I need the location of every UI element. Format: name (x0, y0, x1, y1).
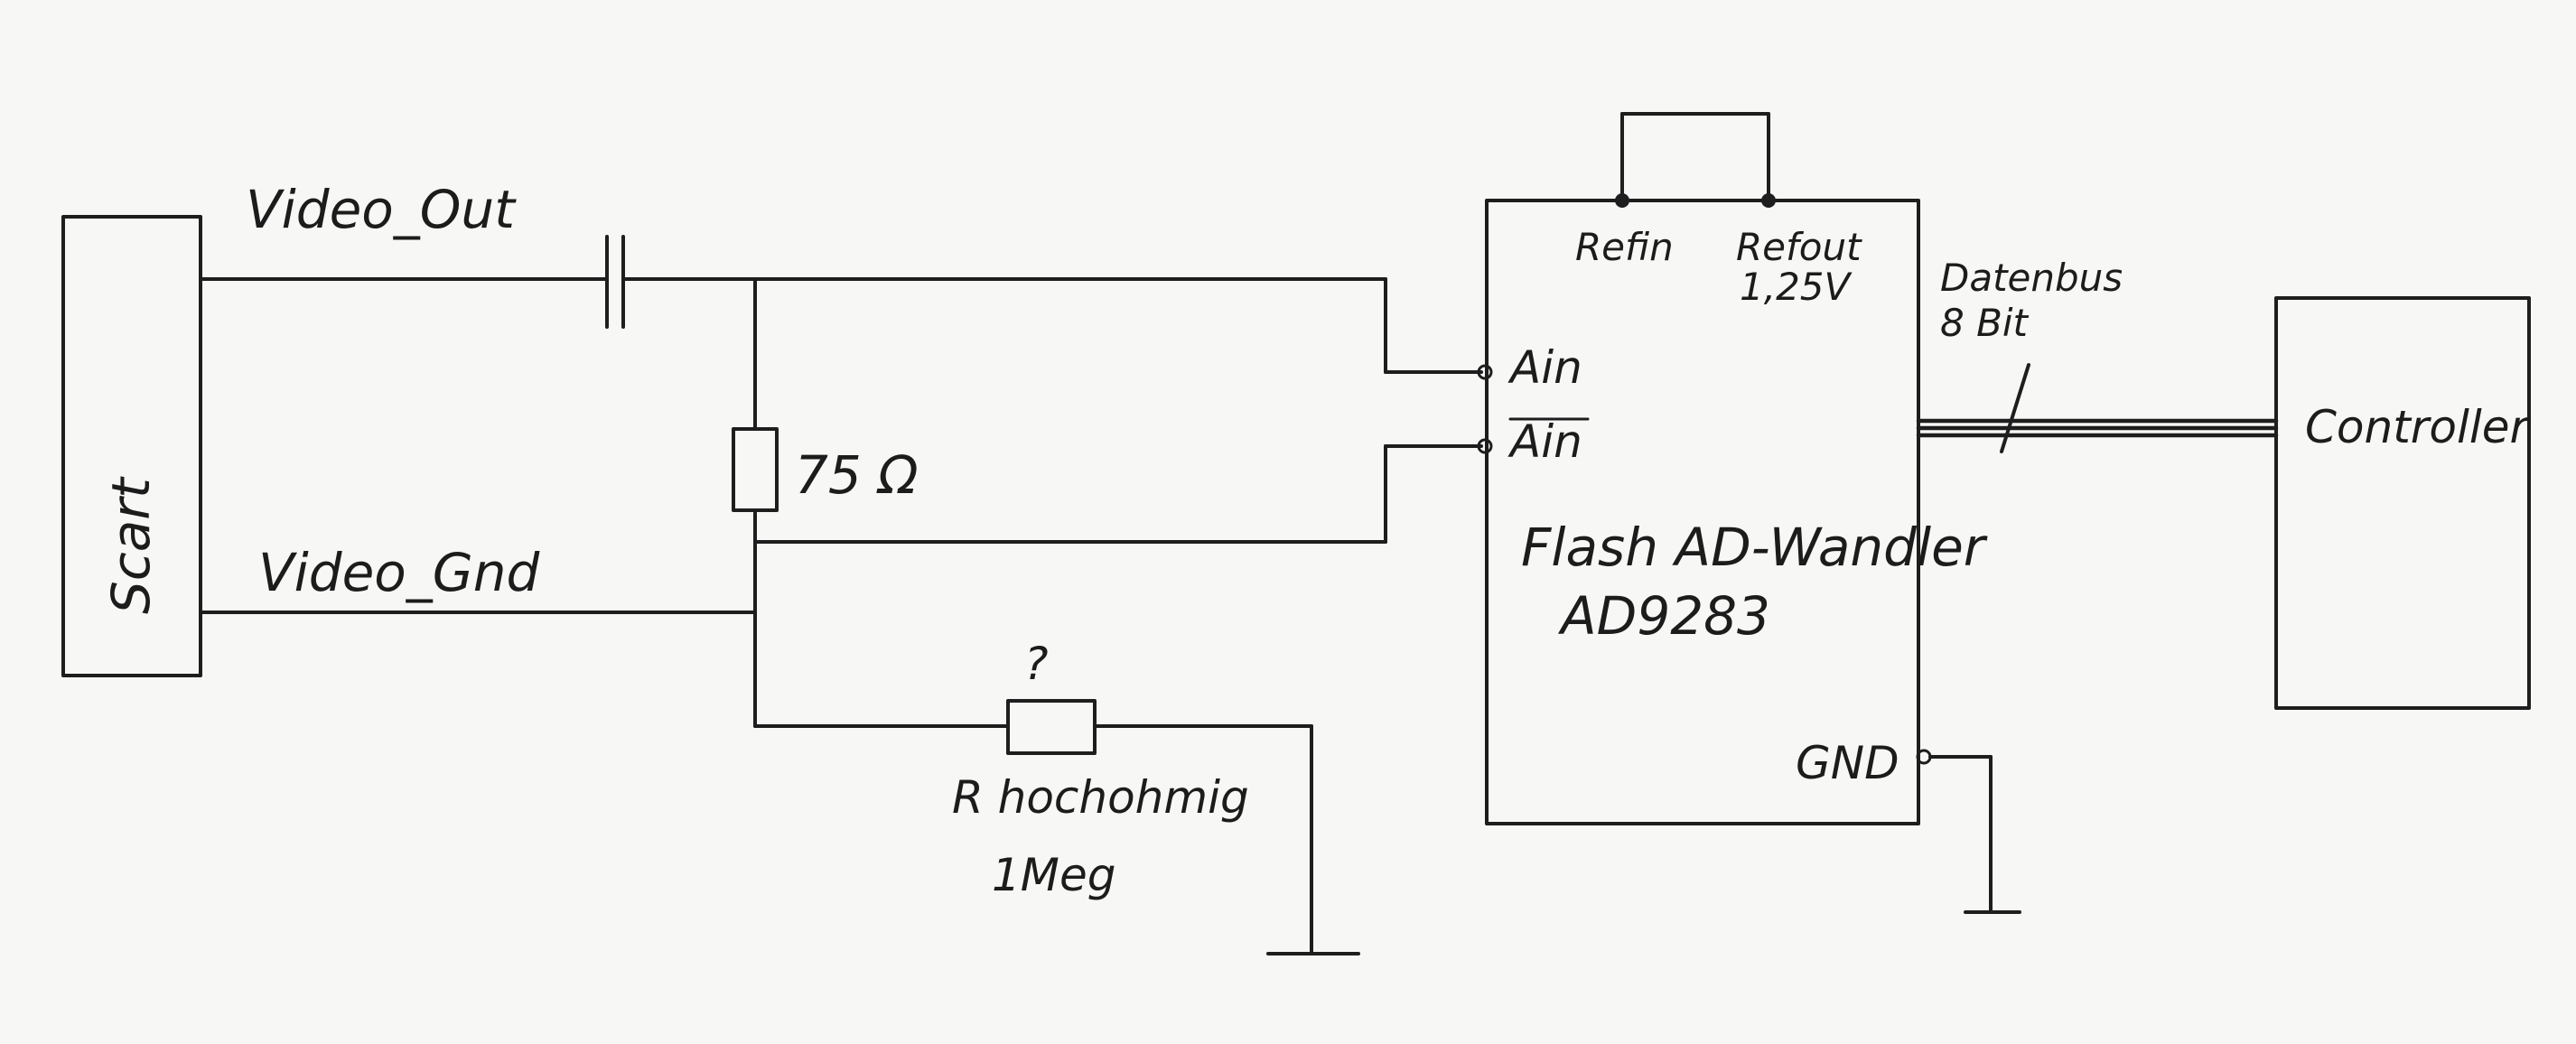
controller-block (2274, 296, 2531, 710)
coupling-capacitor (605, 235, 625, 329)
ain-label: Ain (1507, 341, 1582, 394)
databus-width-label: 8 Bit (1940, 301, 2030, 345)
refin-label: Refin (1575, 225, 1674, 269)
adc-part-number: AD9283 (1557, 585, 1770, 647)
video-gnd-label: Video_Gnd (258, 542, 540, 603)
scart-label: Scart (100, 476, 162, 614)
refout-pin (1761, 193, 1776, 208)
ainbar-label: Ain (1507, 415, 1582, 468)
databus-label: Datenbus (1940, 256, 2123, 300)
scart-block (61, 215, 202, 677)
r-high-ohm-label: R hochohmig (952, 771, 1249, 824)
gnd-label: GND (1796, 737, 1899, 789)
resistor-75-label: 75 Ω (795, 444, 919, 506)
video-out-label: Video_Out (246, 179, 517, 240)
resistor-75 (732, 427, 779, 512)
adc-title: Flash AD-Wandler (1521, 517, 1988, 578)
r-high-ohm-resistor (1006, 699, 1097, 755)
r-value-label: 1Meg (992, 849, 1115, 901)
refout-label: Refout (1736, 225, 1862, 269)
refin-pin (1615, 193, 1629, 208)
question-mark: ? (1024, 638, 1049, 690)
bus-width-slash (2000, 363, 2030, 453)
controller-label: Controller (2305, 401, 2531, 453)
adc-block (1485, 199, 1920, 825)
data-bus (1916, 418, 2279, 438)
ref-voltage-label: 1,25V (1740, 265, 1853, 309)
